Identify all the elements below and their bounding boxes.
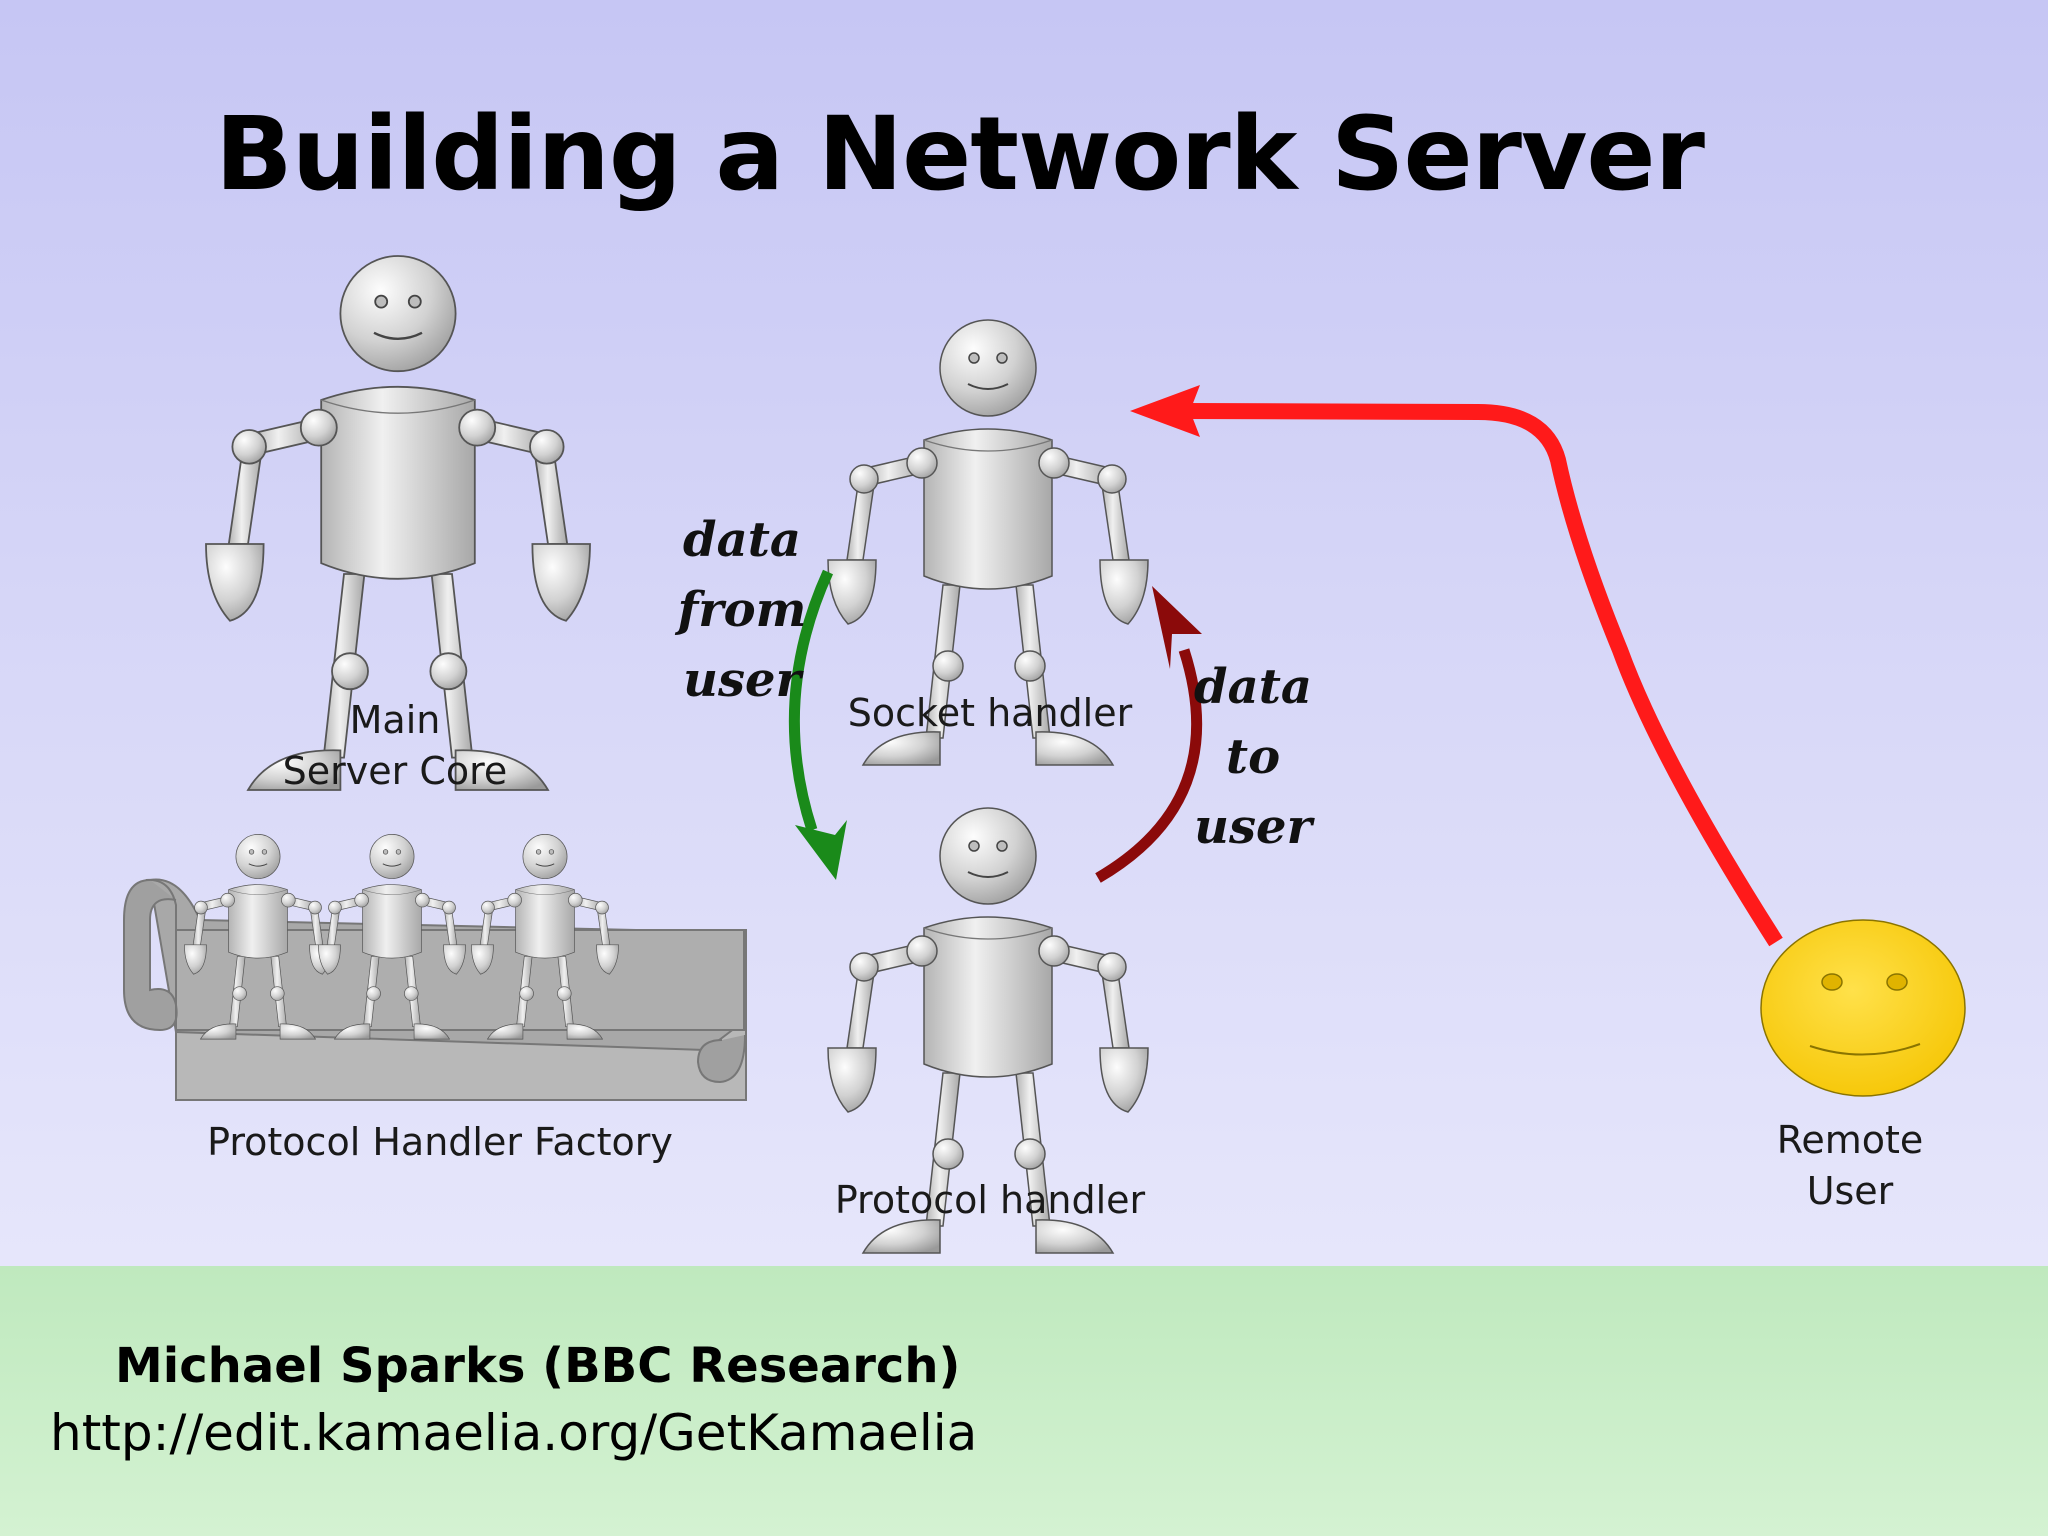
network-server-diagram — [123, 254, 1966, 1254]
footer-author: Michael Sparks (BBC Research) — [115, 1338, 961, 1394]
remote-to-socket-arrow — [1130, 385, 1783, 947]
remote-user-label-line2: User — [1806, 1169, 1894, 1213]
slide-title: Building a Network Server — [215, 95, 1705, 214]
socket-handler-label: Socket handler — [847, 691, 1133, 735]
protocol-handler-label: Protocol handler — [834, 1178, 1146, 1222]
footer-url[interactable]: http://edit.kamaelia.org/GetKamaelia — [50, 1404, 978, 1462]
data-from-user-arrow — [788, 569, 847, 880]
data-from-user-line1: data — [683, 512, 801, 568]
protocol-handler-factory-label: Protocol Handler Factory — [207, 1120, 673, 1164]
remote-user-smiley — [1760, 919, 1966, 1097]
remote-user-label: Remote User — [1740, 1115, 1960, 1217]
data-from-user-label: data from user — [672, 505, 812, 715]
data-to-user-label: data to user — [1183, 652, 1323, 862]
data-to-user-line1: data — [1194, 659, 1312, 715]
main-server-core-label-line2: Server Core — [282, 749, 508, 793]
data-from-user-line2: from — [677, 582, 807, 638]
main-server-core-label: Main Server Core — [245, 695, 545, 797]
data-to-user-line2: to — [1225, 729, 1281, 785]
data-to-user-arrow — [1095, 586, 1203, 883]
footer-band — [0, 1266, 2048, 1536]
data-to-user-line3: user — [1194, 799, 1312, 855]
factory-scroll — [123, 878, 747, 1101]
remote-user-label-line1: Remote — [1776, 1118, 1924, 1162]
data-from-user-line3: user — [683, 652, 801, 708]
main-server-core-label-line1: Main — [349, 698, 441, 742]
